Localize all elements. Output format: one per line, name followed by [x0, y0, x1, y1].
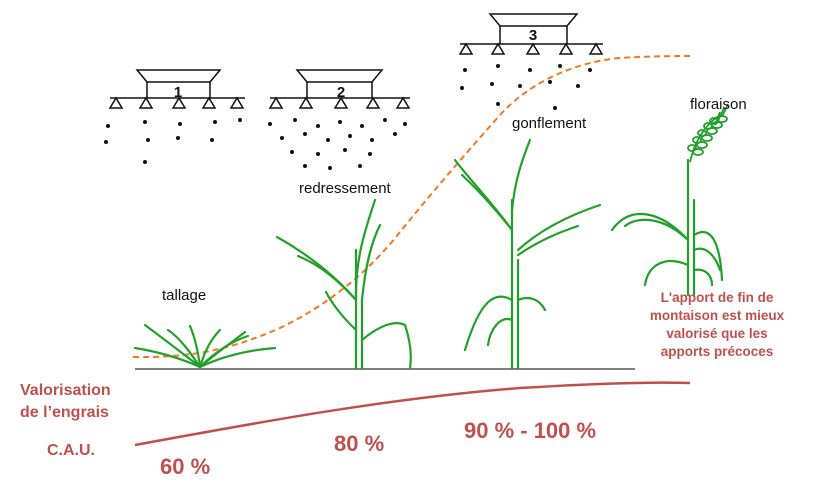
- sprayer-2-tank: [295, 69, 384, 83]
- valorisation-title-1: Valorisation: [20, 382, 111, 399]
- sprayer-3: [458, 13, 604, 55]
- valorisation-value-80: 80 %: [334, 431, 385, 456]
- plant-redressement: [275, 198, 412, 370]
- note-line-4: apports précoces: [660, 344, 774, 359]
- stage-label-gonflement: gonflement: [512, 115, 587, 132]
- sprayer-2-number: 2: [337, 84, 345, 101]
- sprayer-2-drops: [268, 118, 407, 170]
- note-line-1: L'apport de fin de: [660, 290, 774, 305]
- late-application-note: L'apport de fin de montaison est mieux v…: [622, 289, 812, 361]
- plant-tallage: [133, 323, 277, 369]
- plant-floraison: [610, 158, 724, 297]
- sprayer-3-number: 3: [529, 27, 537, 44]
- sprayer-2-nozzles: [268, 96, 411, 109]
- valorisation-title-2: de l’engrais: [20, 404, 109, 421]
- stage-label-tallage: tallage: [162, 287, 207, 304]
- absorption-curve: [132, 55, 691, 359]
- sprayer-2: [268, 69, 411, 109]
- sprayer-1-number: 1: [174, 84, 182, 101]
- sprayer-1-drops: [104, 118, 242, 164]
- wheat-ear: [687, 103, 729, 163]
- plant-gonflement: [453, 138, 602, 370]
- sprayer-1: [108, 69, 245, 109]
- stage-label-floraison: floraison: [690, 96, 747, 113]
- valorisation-value-60: 60 %: [160, 454, 211, 479]
- sprayer-1-tank: [135, 69, 222, 83]
- sprayer-1-nozzles: [108, 96, 245, 109]
- valorisation-value-90-100: 90 % - 100 %: [464, 418, 597, 443]
- sprayer-3-tank: [488, 13, 579, 27]
- stage-label-redressement: redressement: [299, 180, 391, 197]
- note-line-2: montaison est mieux: [649, 308, 785, 323]
- cau-label: C.A.U.: [47, 442, 95, 459]
- sprayer-3-drops: [460, 64, 592, 110]
- note-line-3: valorisé que les: [666, 326, 768, 341]
- sprayer-3-nozzles: [458, 42, 604, 55]
- valorisation-curve: [134, 381, 691, 447]
